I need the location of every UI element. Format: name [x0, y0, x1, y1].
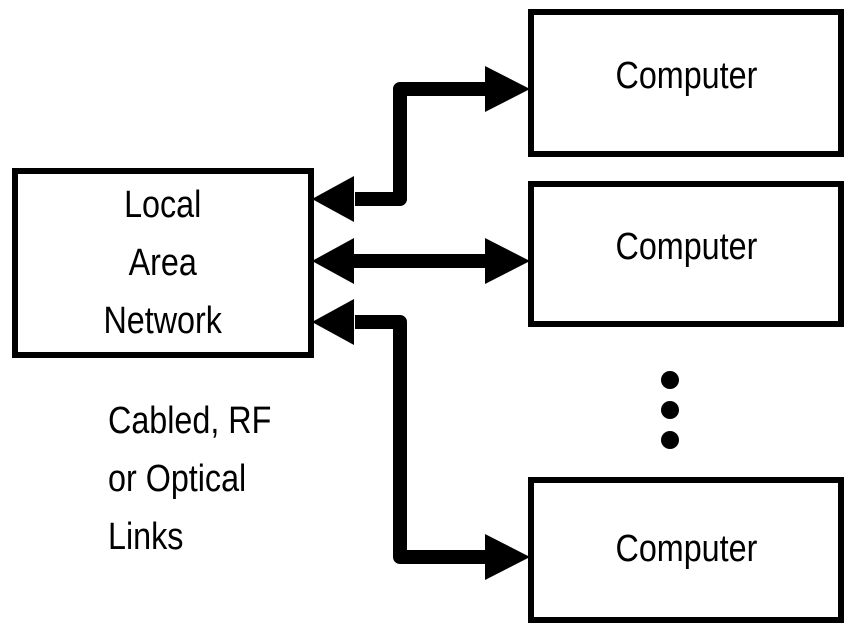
lan-label-line-3: Network: [103, 300, 223, 342]
local-area-network-box: Local Area Network: [12, 168, 314, 358]
caption-line-1: Cabled, RF: [108, 400, 272, 442]
arrowhead-right: [485, 66, 530, 112]
lan-label: Local Area Network: [104, 176, 222, 350]
arrowhead-left: [312, 238, 354, 284]
link-arrow-3: [312, 299, 530, 580]
lan-label-line-1: Local: [124, 184, 202, 226]
link-arrow-1: [312, 66, 530, 222]
computer-label: Computer: [615, 528, 757, 571]
arrowhead-left: [312, 299, 354, 345]
ellipsis-dot: [661, 401, 679, 419]
computer-box-1: Computer: [528, 9, 844, 157]
arrowhead-right: [485, 534, 530, 580]
ellipsis-icon: [661, 371, 679, 449]
arrowhead-left: [312, 176, 354, 222]
computer-label: Computer: [615, 226, 757, 269]
ellipsis-dot: [661, 371, 679, 389]
caption-line-3: Links: [108, 516, 184, 558]
computer-label: Computer: [615, 55, 757, 98]
computer-box-3: Computer: [528, 477, 844, 623]
computer-box-2: Computer: [528, 181, 844, 327]
link-type-caption: Cabled, RF or Optical Links: [108, 392, 271, 566]
ellipsis-dot: [661, 431, 679, 449]
link-arrow-2: [312, 238, 530, 284]
caption-line-2: or Optical: [108, 458, 247, 500]
arrowhead-right: [485, 238, 530, 284]
lan-label-line-2: Area: [128, 242, 198, 284]
